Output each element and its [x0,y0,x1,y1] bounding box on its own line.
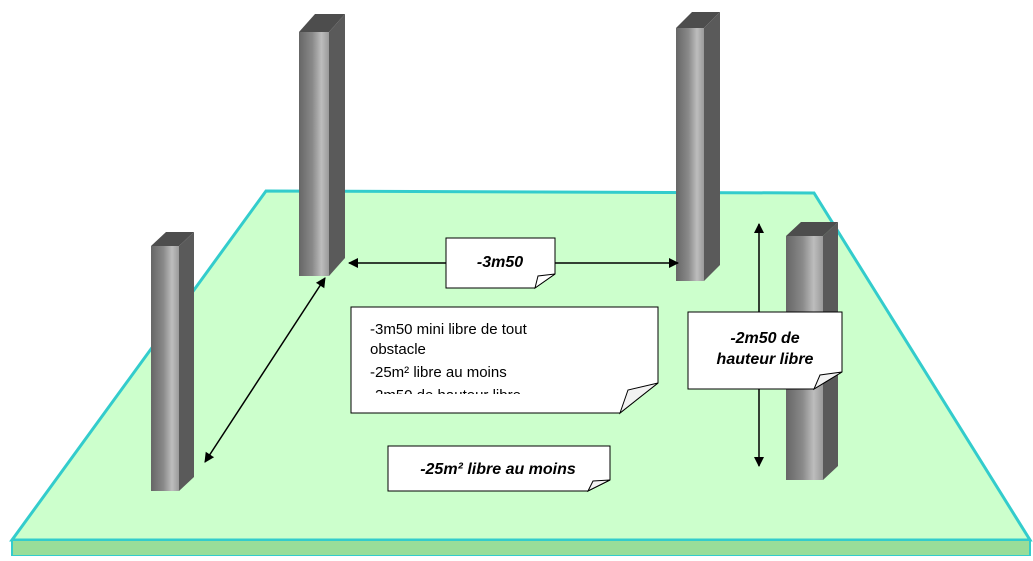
width-note: -3m50 [445,237,556,290]
height-label-line-2: hauteur libre [717,351,814,368]
pillar-front-left [151,232,194,491]
main-note-line-1: -3m50 mini libre de tout [370,321,528,338]
height-label-line-1: -2m50 de [730,330,799,347]
area-label: -25m² libre au moins [420,461,576,478]
main-note-line-4: -2m50 de hauteur libre [370,387,521,404]
main-note-line-3: -25m² libre au moins [370,364,507,381]
height-note: -2m50 de hauteur libre [687,311,843,391]
pillar-back-left [299,14,345,276]
diagonal-arrow [204,277,326,463]
pillar-back-right [676,12,720,281]
main-note: -3m50 mini libre de tout obstacle -25m² … [350,306,659,415]
width-label: -3m50 [477,254,523,271]
main-note-line-2: obstacle [370,341,426,358]
floor-edge [11,539,1031,557]
area-note: -25m² libre au moins [387,445,611,493]
